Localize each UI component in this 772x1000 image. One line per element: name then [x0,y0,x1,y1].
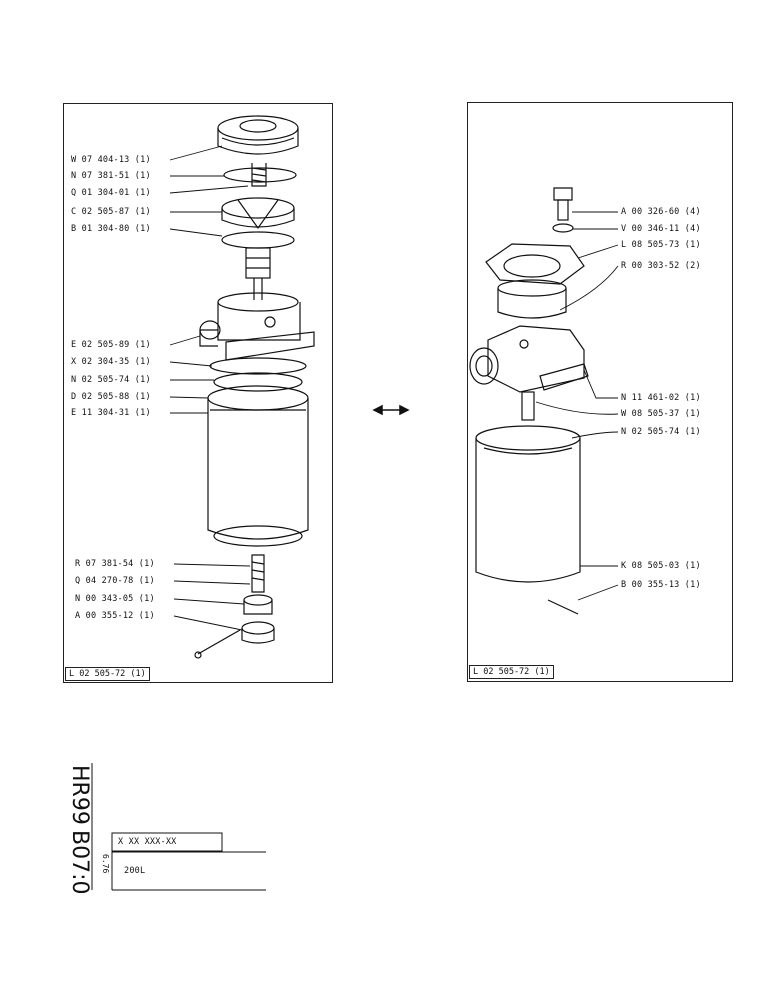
part-label: E 11 304-31 (1) [71,408,151,418]
stem-drawing [245,247,271,300]
bowl-right-drawing [475,425,581,615]
part-label: E 02 505-89 (1) [71,340,151,350]
part-label: Q 01 304-01 (1) [71,188,151,198]
part-label: N 07 381-51 (1) [71,171,151,181]
left-leader-lines [169,145,251,631]
part-label: W 08 505-37 (1) [621,409,701,419]
part-number: X XX XXX-XX [118,837,177,847]
assembly-reference-left: L 02 505-72 (1) [65,667,150,681]
part-label: W 07 404-13 (1) [71,155,151,165]
filter-bowl-drawing [207,385,309,547]
part-label: A 00 326-60 (4) [621,207,701,217]
part-label: D 02 505-88 (1) [71,392,151,402]
top-cap-drawing [217,115,299,155]
part-label: Q 04 270-78 (1) [75,576,155,586]
section-code: B07:0 [67,830,92,895]
head-housing-drawing [469,325,589,393]
part-label: K 08 505-03 (1) [621,561,701,571]
description: 200L [124,866,146,876]
swap-arrow-icon [372,404,410,416]
part-label: B 00 355-13 (1) [621,580,701,590]
part-label: R 07 381-54 (1) [75,559,155,569]
part-label: N 11 461-02 (1) [621,393,701,403]
date-label: 6.76 [101,854,110,874]
part-label: N 02 505-74 (1) [71,375,151,385]
bolt-drawing [552,187,574,233]
part-label: V 00 346-11 (4) [621,224,701,234]
part-label: L 08 505-73 (1) [621,240,701,250]
right-leader-lines [535,211,619,601]
right-exploded-view-panel [467,102,733,682]
part-label: R 00 303-52 (2) [621,261,701,271]
model-code: HR99 [67,765,92,825]
part-label: B 01 304-80 (1) [71,224,151,234]
center-tube-drawing [521,391,535,421]
part-label: A 00 355-12 (1) [75,611,155,621]
spring-drawing [223,163,297,187]
filter-head-drawing [199,292,315,361]
cover-flange-drawing [485,243,585,319]
left-exploded-view-panel [63,103,333,683]
bottom-parts-drawing [194,554,275,659]
part-label: N 02 505-74 (1) [621,427,701,437]
part-label: C 02 505-87 (1) [71,207,151,217]
part-label: N 00 343-05 (1) [75,594,155,604]
assembly-reference-right: L 02 505-72 (1) [469,665,554,679]
part-label: X 02 304-35 (1) [71,357,151,367]
